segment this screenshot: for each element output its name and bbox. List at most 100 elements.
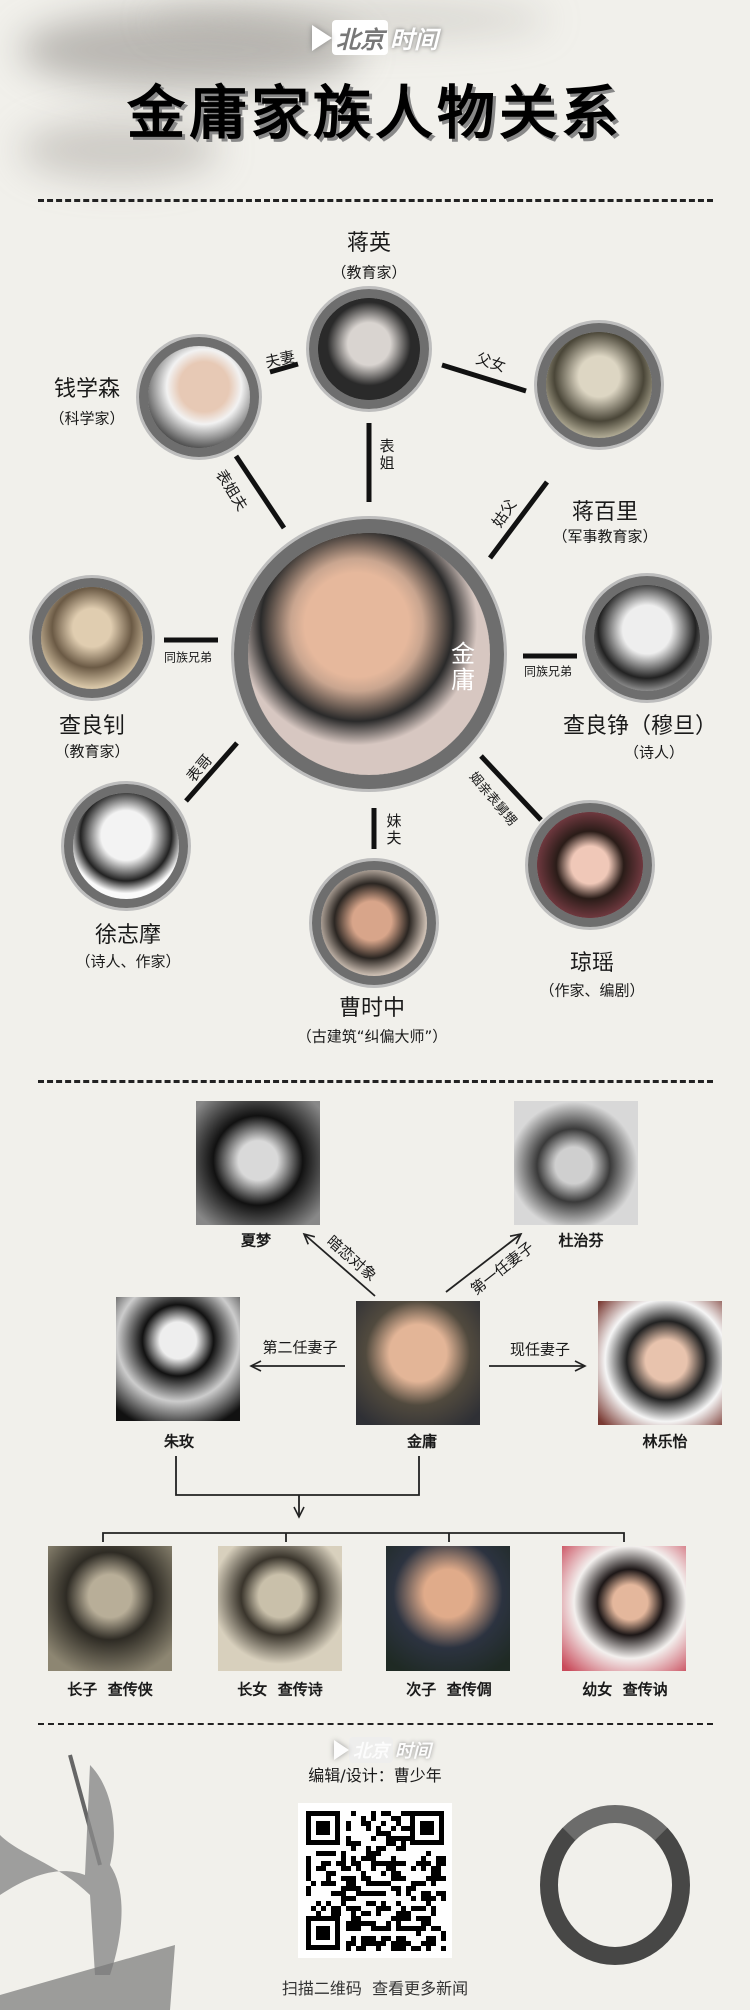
- qr-module: [431, 1871, 436, 1876]
- qr-module: [326, 1851, 331, 1856]
- portrait-xu-zhimo: [64, 784, 188, 908]
- qr-module: [391, 1941, 396, 1946]
- qr-module: [341, 1876, 346, 1881]
- qr-module: [306, 1861, 311, 1866]
- portrait-zha-liangzhao: [32, 578, 152, 698]
- qr-module: [336, 1906, 341, 1911]
- qr-module: [401, 1841, 406, 1846]
- qr-module: [371, 1816, 376, 1821]
- qr-module: [351, 1941, 356, 1946]
- person-name: 夏梦: [240, 1231, 272, 1250]
- qr-module: [306, 1856, 311, 1861]
- qr-module: [401, 1811, 406, 1816]
- qr-code[interactable]: [298, 1803, 452, 1958]
- qr-module: [441, 1891, 446, 1896]
- qr-module: [416, 1926, 421, 1931]
- qr-module: [376, 1891, 381, 1896]
- qr-module: [396, 1891, 401, 1896]
- qr-module: [336, 1911, 341, 1916]
- qr-module: [361, 1856, 366, 1861]
- qr-module: [371, 1926, 376, 1931]
- portrait-qian-xuesen: [139, 337, 259, 457]
- qr-module: [306, 1876, 311, 1881]
- qr-module: [396, 1861, 401, 1866]
- qr-module: [341, 1866, 346, 1871]
- qr-module: [431, 1876, 436, 1881]
- qr-module: [381, 1871, 386, 1876]
- portrait-cao-shizhong: [312, 861, 436, 985]
- qr-module: [361, 1871, 366, 1876]
- qr-module: [386, 1926, 391, 1931]
- children-bracket: [102, 1532, 625, 1542]
- qr-module: [331, 1871, 336, 1876]
- qr-module: [351, 1896, 356, 1901]
- link-line-baili-jin: [488, 480, 549, 560]
- photo-lin-leyi: [598, 1301, 722, 1425]
- qr-module: [436, 1871, 441, 1876]
- qr-module: [321, 1861, 326, 1866]
- qr-module: [366, 1891, 371, 1896]
- qr-module: [346, 1921, 351, 1926]
- qr-module: [341, 1856, 346, 1861]
- relation-label: 第二任妻子: [262, 1338, 338, 1357]
- qr-module: [411, 1946, 416, 1951]
- qr-module: [421, 1866, 426, 1871]
- qr-module: [421, 1906, 426, 1911]
- person-name: 杜治芬: [558, 1231, 604, 1250]
- qr-module: [346, 1906, 351, 1911]
- link-line-qian-jin: [233, 454, 287, 530]
- qr-module: [426, 1941, 431, 1946]
- qr-module: [381, 1821, 386, 1826]
- person-name: 蒋百里: [571, 500, 639, 525]
- qr-module: [331, 1891, 336, 1896]
- qr-module: [396, 1946, 401, 1951]
- qr-module: [396, 1921, 401, 1926]
- qr-module: [306, 1886, 311, 1891]
- qr-module: [391, 1826, 396, 1831]
- qr-module: [351, 1936, 356, 1941]
- qr-module: [401, 1826, 406, 1831]
- qr-module: [411, 1896, 416, 1901]
- qr-module: [351, 1911, 356, 1916]
- scan-caption: 扫描二维码 查看更多新闻: [281, 1979, 469, 1998]
- qr-module: [411, 1926, 416, 1931]
- qr-module: [431, 1926, 436, 1931]
- qr-module: [366, 1821, 371, 1826]
- relation-label: 同族兄弟: [523, 664, 573, 679]
- qr-module: [391, 1861, 396, 1866]
- qr-module: [431, 1866, 436, 1871]
- qr-module: [376, 1861, 381, 1866]
- photo-jin-yong: [356, 1301, 480, 1425]
- qr-module: [331, 1851, 336, 1856]
- qr-module: [341, 1891, 346, 1896]
- qr-module: [366, 1921, 371, 1926]
- qr-module: [351, 1856, 356, 1861]
- qr-module: [411, 1886, 416, 1891]
- qr-module: [351, 1876, 356, 1881]
- qr-module: [381, 1901, 386, 1906]
- page-title: 金庸家族人物关系: [126, 79, 624, 147]
- qr-module: [326, 1871, 331, 1876]
- qr-module: [371, 1901, 376, 1906]
- ink-circle-decoration: [540, 1805, 690, 1965]
- qr-module: [351, 1921, 356, 1926]
- qr-module: [316, 1911, 321, 1916]
- qr-module: [356, 1886, 361, 1891]
- qr-module: [426, 1851, 431, 1856]
- photo-child: [48, 1546, 172, 1671]
- relation-label: 现任妻子: [509, 1340, 571, 1359]
- qr-module: [341, 1851, 346, 1856]
- qr-module: [421, 1926, 426, 1931]
- qr-module: [386, 1836, 391, 1841]
- qr-module: [366, 1881, 371, 1886]
- qr-module: [401, 1876, 406, 1881]
- arrow-crush: [302, 1232, 376, 1297]
- qr-module: [396, 1916, 401, 1921]
- qr-module: [381, 1926, 386, 1931]
- portrait-zha-liangzheng: [585, 576, 709, 700]
- child-name: 幼女 查传讷: [582, 1680, 668, 1699]
- person-role: （教育家）: [331, 263, 407, 282]
- qr-module: [371, 1891, 376, 1896]
- qr-module: [356, 1916, 361, 1921]
- qr-module: [431, 1941, 436, 1946]
